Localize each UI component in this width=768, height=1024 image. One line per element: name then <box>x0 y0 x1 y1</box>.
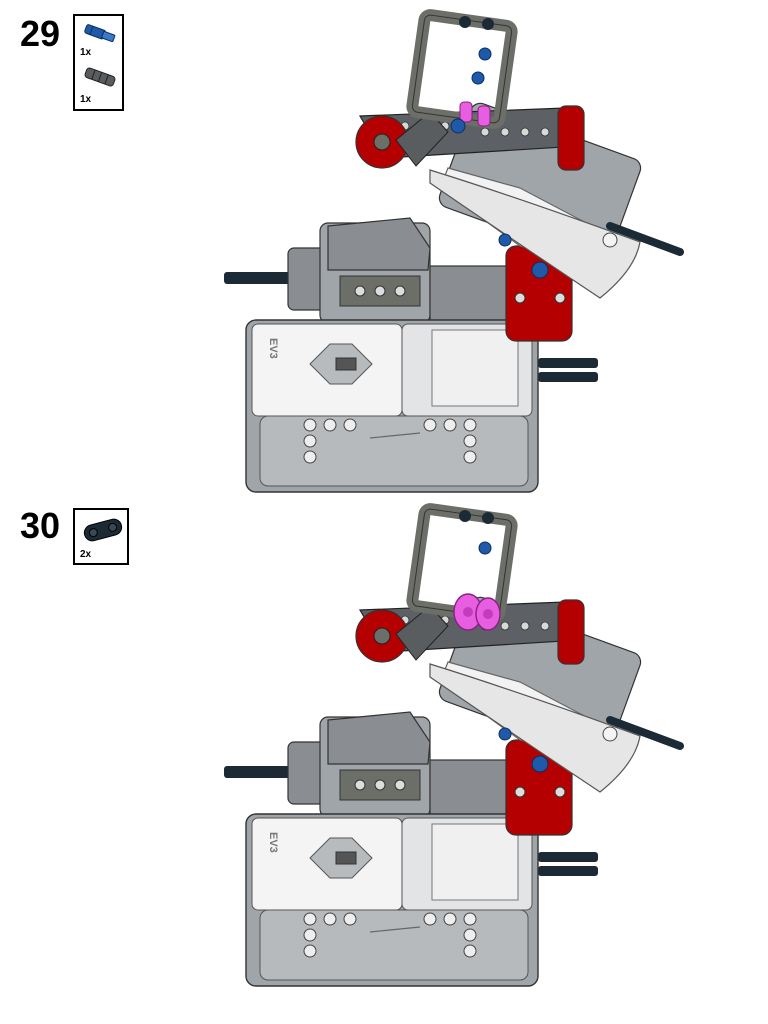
white-gripper-blade <box>429 169 641 299</box>
new-parts-highlight <box>453 593 501 631</box>
cable-right <box>538 866 598 876</box>
new-parts-highlight <box>450 101 491 134</box>
brick-label: EV3 <box>267 832 279 853</box>
part-quantity: 2x <box>80 549 92 560</box>
cable-right <box>538 358 598 368</box>
black-double-pin-connector-icon <box>83 518 123 542</box>
ev3-brick: EV3 <box>245 813 539 987</box>
dark-gray-axle-connector-icon <box>84 67 116 87</box>
white-gripper-blade <box>429 663 641 793</box>
parts-callout-step-29: 1x 1x <box>73 14 124 111</box>
step-number-29: 29 <box>20 13 61 54</box>
part-quantity: 1x <box>80 94 92 105</box>
step-number-30: 30 <box>20 505 61 546</box>
blue-axle-pin-icon <box>84 24 116 43</box>
red-turntable <box>505 739 573 836</box>
ev3-brick: EV3 <box>245 319 539 493</box>
part-quantity: 1x <box>80 47 92 58</box>
brick-label: EV3 <box>267 338 279 359</box>
model-render-step-30: EV3 <box>224 503 684 987</box>
cable-left <box>224 272 304 284</box>
parts-callout-step-30: 2x <box>73 508 129 565</box>
cable-left <box>224 766 304 778</box>
model-render-step-29: EV3 <box>224 9 684 493</box>
large-motor <box>287 217 541 327</box>
square-frame <box>406 9 518 129</box>
cable-right <box>538 372 598 382</box>
cable-right <box>538 852 598 862</box>
